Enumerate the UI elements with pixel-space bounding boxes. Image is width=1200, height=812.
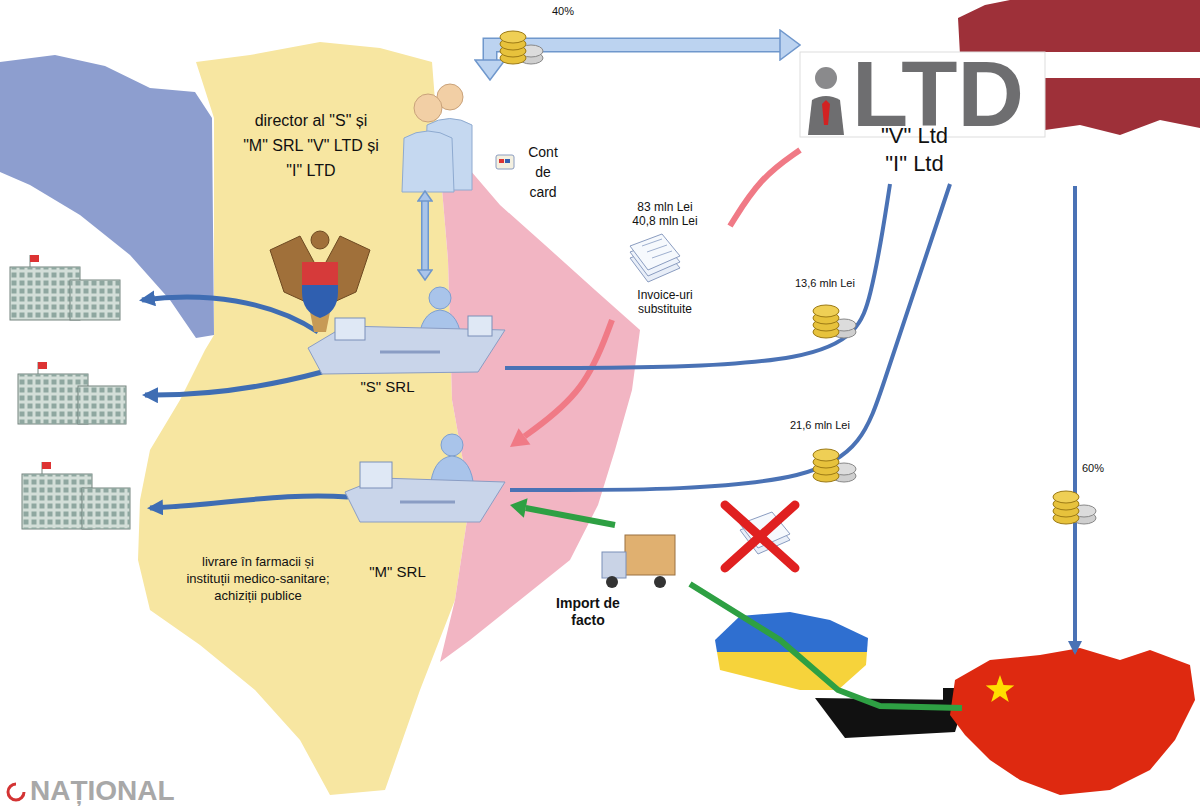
connector: [510, 184, 950, 490]
ltd-logo: [815, 67, 837, 89]
money-flow-line: [1073, 186, 1077, 652]
hospital-building: [18, 362, 126, 424]
hospital-building: [78, 386, 126, 424]
crossed-invoices: [725, 505, 795, 568]
hospital-building: [42, 462, 51, 469]
coin-stack: [500, 31, 543, 64]
connector: [730, 150, 800, 226]
china-flag-map: [986, 675, 1015, 702]
director-persons: [402, 84, 472, 192]
office-desk: [429, 287, 451, 309]
truck-import: Import de facto: [545, 525, 690, 633]
moldova-region: [138, 42, 470, 795]
china-flag-map: [950, 648, 1195, 795]
director-persons: [414, 94, 442, 122]
coin-stack: [813, 305, 856, 338]
note-label: livrare în farmacii și instituții medico…: [180, 553, 336, 604]
coin-stack: [813, 449, 856, 482]
connector: [423, 201, 428, 270]
node-text: "S" SRL: [300, 378, 475, 396]
director-persons: [402, 131, 454, 192]
truck-icon: [654, 576, 666, 588]
office-desk: [345, 434, 505, 522]
connector-group: [526, 508, 615, 525]
coat-of-arms: [311, 231, 329, 249]
company-desk: "S" SRL: [300, 280, 505, 401]
office-desk: [400, 501, 455, 504]
note-label: 60%: [1082, 461, 1104, 475]
connector-group: [525, 320, 612, 436]
node-text: Import de facto: [548, 595, 628, 629]
hospital-building: [82, 488, 130, 529]
office-desk: [360, 462, 392, 488]
company-desk: "M" SRL: [340, 425, 510, 586]
import-route: [690, 584, 962, 708]
node-text: Invoice-uri substituite: [629, 288, 701, 316]
connector: [526, 508, 615, 525]
delivery-arrow: [142, 297, 318, 332]
card-icon: [496, 155, 514, 169]
hospital-building: [70, 280, 120, 320]
connector-group: [730, 150, 800, 226]
hospital-building: [30, 255, 39, 262]
connector-group: [505, 184, 890, 368]
node-text: 83 mln Lei 40,8 mln Lei: [629, 200, 701, 228]
china-flag-map: [950, 648, 1195, 795]
coat-of-arms: [302, 285, 338, 318]
truck-icon: [625, 535, 675, 575]
card-account: Cont de card: [520, 140, 566, 204]
office-desk: [380, 351, 440, 354]
node-text: "V" Ltd "I" Ltd: [872, 122, 957, 178]
card-icon: [496, 155, 514, 169]
invoice-stack-icon: [647, 245, 667, 252]
truck-icon: [602, 535, 675, 588]
invoice-stack: 83 mln Lei 40,8 mln LeiInvoice-uri subst…: [600, 196, 730, 320]
ship: [815, 688, 965, 738]
truck-icon: [602, 552, 626, 578]
delivery-arrow: [150, 496, 348, 508]
hospital-building: [22, 462, 130, 529]
hospital-building: [78, 386, 126, 424]
invoice-stack-icon: [642, 239, 662, 246]
amount-label: 13,6 mln Lei: [795, 276, 855, 290]
truck-icon: [606, 576, 618, 588]
node-text: "M" SRL: [340, 563, 455, 581]
office-desk: [308, 287, 505, 374]
card-icon: [499, 159, 504, 163]
connector-group: [425, 201, 426, 270]
amount-label: 40%: [552, 4, 574, 18]
invoice-stack-icon: [652, 251, 672, 258]
node-text: director al "S" și "M" SRL "V" LTD și "I…: [242, 108, 380, 183]
connector-outline: [421, 201, 429, 270]
coin-stack: [1053, 491, 1096, 524]
director-label: director al "S" și "M" SRL "V" LTD și "I…: [230, 80, 500, 191]
watermark-logo: [8, 784, 24, 800]
coat-of-arms: [270, 231, 370, 332]
amount-label: 21,6 mln Lei: [790, 418, 850, 432]
hospital-building: [70, 280, 120, 320]
invoice-stack-icon: [630, 234, 680, 282]
card-icon: [505, 159, 510, 163]
ltd-logo: [808, 96, 844, 135]
delivery-arrow: [145, 372, 322, 395]
connector: [525, 320, 612, 436]
crossed-invoices: [725, 505, 795, 568]
watermark: NAȚIONAL: [30, 776, 175, 806]
office-desk: [468, 316, 492, 336]
hospital-building: [38, 362, 47, 369]
office-desk: [441, 434, 463, 456]
invoice-stack-icon: [630, 234, 680, 270]
office-desk: [335, 318, 365, 340]
transnistria-region: [440, 165, 640, 662]
connector-group: [510, 184, 950, 490]
coat-of-arms: [302, 262, 338, 285]
node-text: Cont de card: [522, 142, 564, 202]
company-box: LTD"V" Ltd "I" Ltd: [800, 30, 1047, 184]
connector: [505, 184, 890, 368]
ltd-logo: [822, 100, 830, 125]
hospital-building: [82, 488, 130, 529]
hospital-building: [10, 255, 120, 320]
